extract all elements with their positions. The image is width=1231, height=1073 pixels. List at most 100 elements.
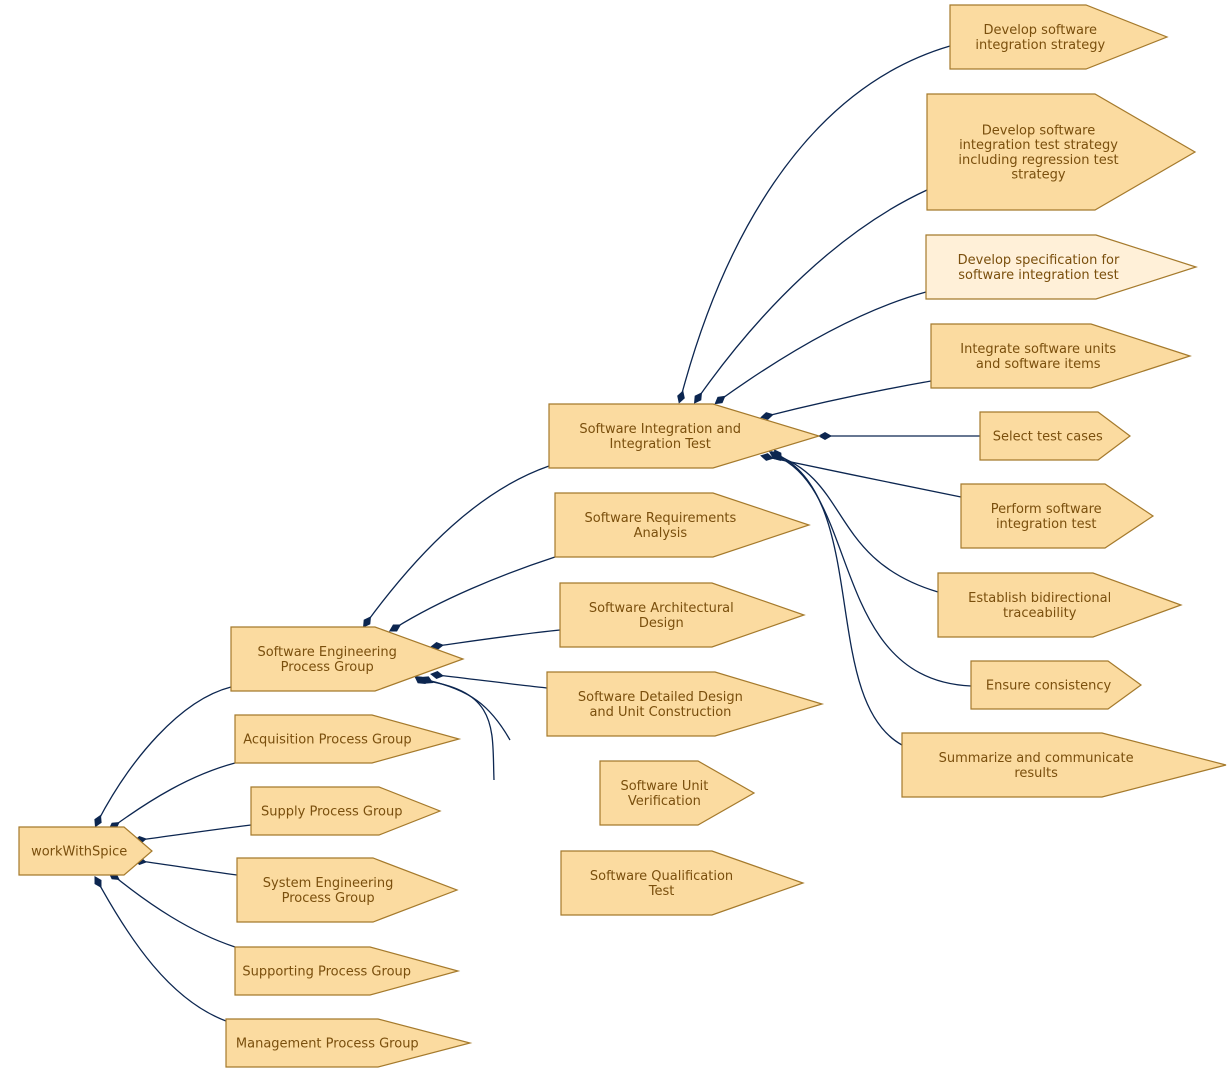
node-label-line: integration test strategy xyxy=(959,138,1118,153)
node-shape xyxy=(250,786,442,836)
node-label-line: Management Process Group xyxy=(236,1037,419,1052)
node-shape xyxy=(970,660,1143,710)
node-label-line: Software Unit xyxy=(620,779,708,794)
node-shape xyxy=(979,411,1131,461)
node-shape xyxy=(546,671,825,737)
node-label-line: Develop specification for xyxy=(958,253,1120,268)
edges xyxy=(94,45,980,1022)
edge-root-to-man_group xyxy=(97,881,227,1022)
edge-root-to-swe_group xyxy=(97,686,232,822)
edge-root-to-sys_group xyxy=(139,860,238,876)
node-shape xyxy=(548,403,822,469)
node-shape xyxy=(225,1018,473,1068)
edge-swe_group-to-sw_req xyxy=(394,556,556,629)
node-shape xyxy=(559,582,806,648)
node-label-line: Develop software xyxy=(982,124,1095,139)
node-shape xyxy=(554,492,811,558)
node-label-line: software integration test xyxy=(958,268,1118,283)
node-shape xyxy=(925,234,1198,300)
node-supply-process-group[interactable]: Supply Process Group xyxy=(250,786,442,836)
node-shape xyxy=(960,483,1155,549)
node-label-line: Analysis xyxy=(634,526,688,541)
composition-diamond-icon xyxy=(414,675,426,685)
node-label-line: Software Engineering xyxy=(257,645,396,660)
node-ensure-consistency[interactable]: Ensure consistency xyxy=(970,660,1143,710)
composition-diamond-icon xyxy=(773,449,783,461)
composition-diamond-icon xyxy=(677,390,685,404)
node-shape xyxy=(234,714,462,764)
edge-sw_int-to-t_integrate xyxy=(766,380,932,417)
node-shape xyxy=(926,93,1197,211)
node-shape xyxy=(930,323,1192,389)
node-label-line: Software Detailed Design xyxy=(578,690,743,705)
node-label-line: strategy xyxy=(1011,167,1066,182)
node-label-line: Test xyxy=(648,884,675,899)
edge-sw_int-to-t_strategy xyxy=(680,45,951,398)
node-shape xyxy=(560,850,805,916)
edge-sw_int-to-t_spec xyxy=(719,291,927,401)
edge-sw_int-to-t_consist xyxy=(775,455,972,687)
node-label-line: Establish bidirectional xyxy=(968,591,1111,606)
composition-diamond-icon xyxy=(362,616,372,628)
edge-sw_int-to-t_perform xyxy=(766,456,962,498)
node-label-line: Process Group xyxy=(281,660,374,675)
node-workwithspice[interactable]: workWithSpice xyxy=(18,826,153,876)
edge-root-to-supp_group xyxy=(113,875,236,948)
node-label-line: Process Group xyxy=(282,891,375,906)
node-shape xyxy=(234,946,461,996)
edge-sw_int-to-t_trace xyxy=(774,454,939,593)
composition-diamond-icon xyxy=(94,875,102,889)
edge-root-to-acq_group xyxy=(113,762,236,827)
node-label-line: and Unit Construction xyxy=(589,705,731,720)
node-label-line: Supporting Process Group xyxy=(242,965,411,980)
node-label-line: Software Integration and xyxy=(579,422,741,437)
composition-diamond-icon xyxy=(693,392,703,404)
node-select-test-cases[interactable]: Select test cases xyxy=(979,411,1131,461)
node-label-line: Integrate software units xyxy=(960,342,1116,357)
composition-diamond-icon xyxy=(760,412,774,420)
node-management-process-group[interactable]: Management Process Group xyxy=(225,1018,473,1068)
node-shape xyxy=(18,826,153,876)
node-shape xyxy=(599,760,756,826)
node-label-line: Supply Process Group xyxy=(261,805,402,820)
composition-diamond-icon xyxy=(818,432,832,440)
node-label-line: including regression test xyxy=(958,153,1118,168)
node-label-line: Software Requirements xyxy=(584,511,736,526)
node-label-line: integration test xyxy=(996,517,1097,532)
edge-root-to-sup_group xyxy=(139,824,252,841)
composition-diamond-icon xyxy=(714,395,726,405)
edge-swe_group-to-sw_int xyxy=(366,465,550,623)
edge-swe_group-to-sw_unit xyxy=(426,679,511,741)
node-shape xyxy=(937,572,1183,638)
node-shape xyxy=(949,4,1169,70)
node-label-line: integration strategy xyxy=(975,38,1105,53)
edge-sw_int-to-t_summarize xyxy=(777,454,903,746)
node-label-line: Ensure consistency xyxy=(986,679,1112,694)
edge-swe_group-to-sw_arch xyxy=(436,629,561,647)
node-label-line: Software Architectural xyxy=(589,601,734,616)
node-label-line: Acquisition Process Group xyxy=(243,733,411,748)
composition-diamond-icon xyxy=(94,814,102,828)
node-shape xyxy=(901,732,1227,798)
node-supporting-process-group[interactable]: Supporting Process Group xyxy=(234,946,461,996)
node-label-line: results xyxy=(1014,766,1058,781)
node-shape xyxy=(236,857,459,923)
node-acquisition-process-group[interactable]: Acquisition Process Group xyxy=(234,714,462,764)
composition-diamond-icon xyxy=(760,453,774,461)
